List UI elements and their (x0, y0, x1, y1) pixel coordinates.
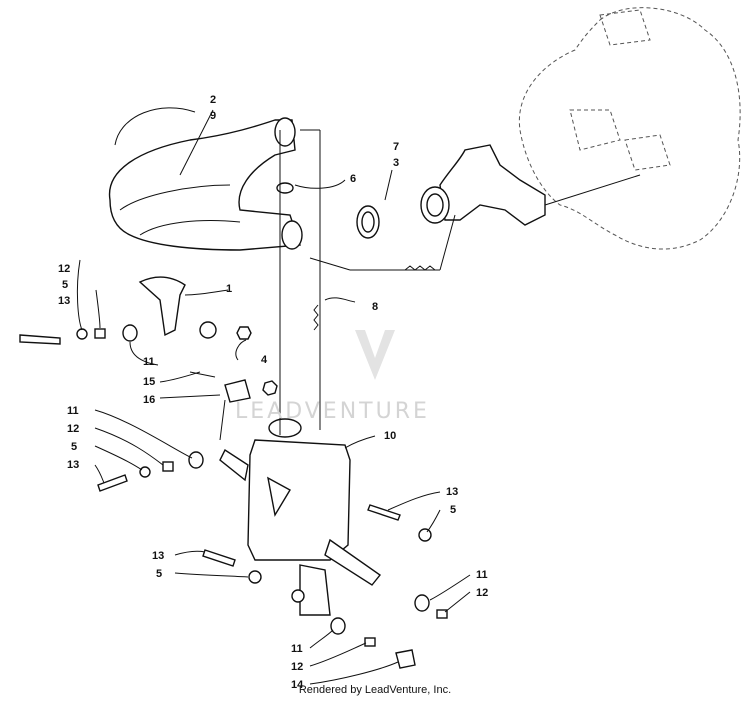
callout-2: 2 (210, 94, 216, 106)
callout-12-left: 12 (67, 423, 79, 435)
callout-13-left: 13 (67, 459, 79, 471)
watermark: LEADVENTURE (235, 330, 430, 424)
springs (313, 265, 436, 331)
footer-credit: Rendered by LeadVenture, Inc. (298, 684, 452, 696)
callout-14: 14 (291, 679, 304, 691)
callout-11-bottom: 11 (291, 643, 303, 655)
callout-11-upper: 11 (143, 356, 155, 368)
callout-1: 1 (226, 283, 232, 295)
callout-16: 16 (143, 394, 155, 406)
watermark-text: LEADVENTURE (235, 399, 430, 424)
callout-12-right: 12 (476, 587, 488, 599)
callout-12-upper: 12 (58, 263, 70, 275)
hardware-bolts (19, 321, 448, 669)
callout-13-right: 13 (446, 486, 458, 498)
callout-5-lower: 5 (156, 568, 162, 580)
engine-outline (518, 7, 741, 250)
silencer-canister (219, 418, 382, 616)
callout-5-upper: 5 (62, 279, 68, 291)
seal-ring (356, 205, 380, 239)
callout-9: 9 (210, 110, 216, 122)
callout-5-left: 5 (71, 441, 77, 453)
mount-bracket (138, 276, 186, 337)
callout-7: 7 (393, 141, 399, 153)
callout-12-bottom: 12 (291, 661, 303, 673)
callout-4: 4 (261, 354, 268, 366)
callout-labels: 2 9 7 3 6 12 5 13 1 8 11 4 15 16 11 12 5… (58, 94, 488, 691)
callout-6: 6 (350, 173, 356, 185)
callout-5-right: 5 (450, 504, 456, 516)
callout-13-upper: 13 (58, 295, 70, 307)
callout-8: 8 (372, 301, 378, 313)
callout-11-right: 11 (476, 569, 488, 581)
expansion-chamber (108, 107, 303, 251)
callout-10: 10 (384, 430, 396, 442)
leader-lines (76, 109, 471, 685)
callout-11-left: 11 (67, 405, 79, 417)
callout-13-lower: 13 (152, 550, 164, 562)
callout-15: 15 (143, 376, 155, 388)
exhaust-manifold (420, 144, 641, 226)
callout-3: 3 (393, 157, 399, 169)
